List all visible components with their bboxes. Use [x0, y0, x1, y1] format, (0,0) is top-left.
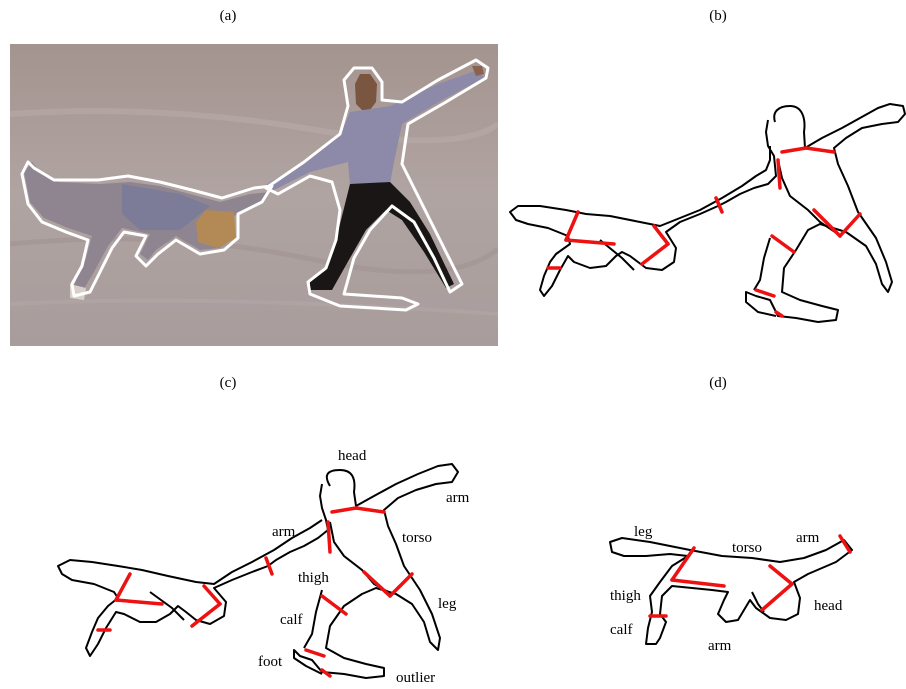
label-d-torso: torso [732, 540, 762, 557]
label-c-calf: calf [280, 612, 302, 629]
label-d-arm-top: arm [796, 530, 819, 547]
panel-b-cuts [548, 148, 860, 316]
panel-b-thigh-line [754, 238, 770, 290]
label-c-torso: torso [402, 530, 432, 547]
cut-body [672, 580, 724, 586]
cut-shoulder [770, 566, 792, 584]
cut-leg [840, 214, 860, 236]
label-d-leg: leg [634, 524, 652, 541]
cut-arm-tip [840, 536, 850, 552]
panel-d-outline [610, 538, 852, 644]
cut-female-shoulder [204, 586, 220, 604]
cut-hip-right [814, 210, 840, 236]
cut-female-body [566, 240, 614, 244]
label-c-arm-left: arm [272, 524, 295, 541]
panel-d-figure [610, 536, 852, 644]
cut-female-thigh [116, 574, 130, 600]
label-c-foot: foot [258, 654, 282, 671]
panel-c-torso-side [330, 522, 392, 594]
label-d-calf: calf [610, 622, 632, 639]
cut-head [762, 584, 792, 610]
cut-female-thigh [566, 212, 578, 240]
cut-female-head [642, 244, 668, 264]
cut-neck [332, 508, 356, 512]
cut-shoulder [356, 508, 384, 512]
cut-female-shoulder [654, 226, 668, 244]
label-d-thigh: thigh [610, 588, 641, 605]
label-c-outlier: outlier [396, 670, 435, 687]
panel-c-thigh-line [304, 590, 322, 648]
label-c-head: head [338, 448, 366, 465]
cut-foot [306, 650, 324, 656]
cut-thigh [322, 596, 346, 614]
label-c-thigh: thigh [298, 570, 329, 587]
label-d-head: head [814, 598, 842, 615]
label-c-arm-right: arm [446, 490, 469, 507]
cut-foot [756, 290, 774, 296]
cut-torso [328, 522, 330, 552]
cut-shoulder [806, 148, 834, 152]
panel-b-outline-main [510, 104, 905, 322]
label-c-leg: leg [438, 596, 456, 613]
panel-b-figure [510, 104, 905, 322]
panel-c-figure [58, 464, 458, 678]
cut-leg [390, 574, 412, 596]
cut-neck [782, 148, 806, 152]
cut-thigh [772, 236, 794, 252]
cut-torso [778, 160, 780, 188]
cut-outlier [322, 670, 330, 676]
cut-female-body [116, 600, 162, 604]
panel-c-outline-main [58, 464, 458, 678]
label-d-arm-bottom: arm [708, 638, 731, 655]
